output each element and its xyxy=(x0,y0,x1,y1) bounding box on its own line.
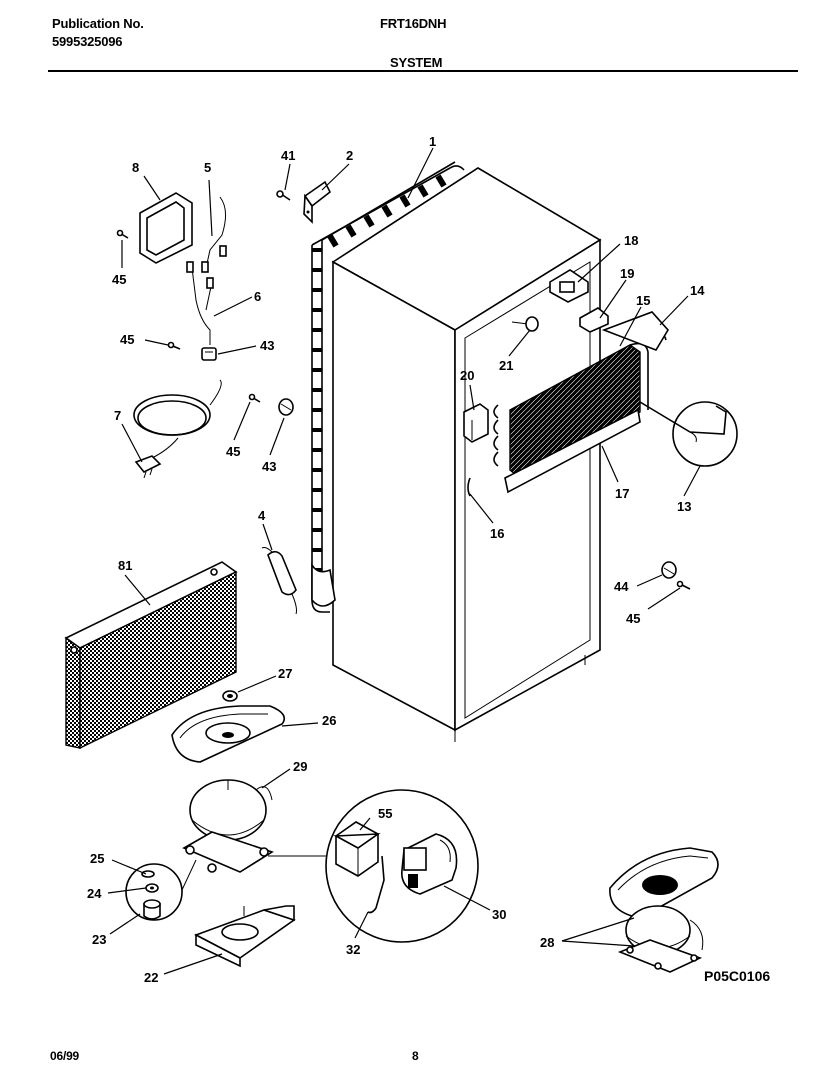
callout-55: 55 xyxy=(378,806,392,821)
screw-part-45-d xyxy=(676,580,691,590)
drain-pan-part-26 xyxy=(171,705,286,763)
callout-24: 24 xyxy=(87,886,102,901)
clip-part-25 xyxy=(141,870,155,878)
callout-41: 41 xyxy=(281,148,295,163)
callout-30: 30 xyxy=(492,907,506,922)
refrigerator-cabinet xyxy=(331,167,602,742)
callout-17: 17 xyxy=(615,486,629,501)
model-number: FRT16DNH xyxy=(380,16,447,31)
callout-23: 23 xyxy=(92,932,106,947)
callout-4: 4 xyxy=(258,508,266,523)
callout-19: 19 xyxy=(620,266,634,281)
screw-part-45-c xyxy=(248,393,261,403)
callout-6: 6 xyxy=(254,289,261,304)
callout-29: 29 xyxy=(293,759,307,774)
clip-part-32 xyxy=(367,855,385,914)
publication-number: 5995325096 xyxy=(52,34,123,49)
harness-part-5 xyxy=(201,196,227,273)
publication-label: Publication No. xyxy=(52,16,144,31)
switch-part-20 xyxy=(463,403,489,443)
callout-8: 8 xyxy=(132,160,139,175)
heater-part-16 xyxy=(467,477,471,497)
callout-28: 28 xyxy=(540,935,554,950)
callout-1: 1 xyxy=(429,134,436,149)
callout-44: 44 xyxy=(614,579,629,594)
callout-5: 5 xyxy=(204,160,211,175)
callout-25: 25 xyxy=(90,851,104,866)
condenser-coil-part-1 xyxy=(311,161,465,613)
drier-part-4 xyxy=(261,547,297,615)
callout-43-b: 43 xyxy=(262,459,276,474)
callout-45-c: 45 xyxy=(226,444,240,459)
bracket-part-19 xyxy=(579,307,609,333)
callout-13: 13 xyxy=(677,499,691,514)
harness-part-6 xyxy=(186,261,214,345)
clip-part-43-b xyxy=(278,398,294,416)
callout-81: 81 xyxy=(118,558,132,573)
callout-26: 26 xyxy=(322,713,336,728)
relay-cover-part-55 xyxy=(333,821,381,877)
page-number: 8 xyxy=(412,1049,419,1063)
condenser-panel-part-81 xyxy=(64,561,238,750)
callout-32: 32 xyxy=(346,942,360,957)
compressor-part-29 xyxy=(182,779,274,873)
callout-45-b: 45 xyxy=(120,332,134,347)
callout-45-d: 45 xyxy=(626,611,640,626)
evaporator-part-15 xyxy=(493,311,669,479)
relay-detail xyxy=(268,789,479,943)
screw-part-45-b xyxy=(167,341,181,350)
callout-20: 20 xyxy=(460,368,474,383)
drain-pan-part-17 xyxy=(504,408,641,494)
callout-43-a: 43 xyxy=(260,338,274,353)
callout-27: 27 xyxy=(278,666,292,681)
callout-21: 21 xyxy=(499,358,513,373)
mounting-detail xyxy=(125,859,197,921)
power-cord-part-7 xyxy=(133,379,222,479)
bracket-part-2 xyxy=(303,180,332,224)
grommet-part-27 xyxy=(222,690,238,702)
clip-part-44 xyxy=(661,561,677,579)
callout-18: 18 xyxy=(624,233,638,248)
thermostat-part-18 xyxy=(549,269,589,303)
screw-part-41 xyxy=(276,190,291,201)
cover-part-8 xyxy=(139,192,193,264)
clip-part-43-a xyxy=(201,347,217,361)
callout-labels: 1 2 41 8 5 45 6 45 43 7 45 43 4 81 18 19… xyxy=(87,134,705,985)
footer-date: 06/99 xyxy=(50,1049,80,1063)
callout-15: 15 xyxy=(636,293,650,308)
leader-lines xyxy=(107,147,701,975)
figure-code: P05C0106 xyxy=(704,968,770,984)
callout-14: 14 xyxy=(690,283,705,298)
header-rule xyxy=(48,70,798,72)
callout-45-a: 45 xyxy=(112,272,126,287)
screw-part-45-a xyxy=(116,229,129,239)
compressor-assembly-part-28 xyxy=(609,847,719,973)
callout-2: 2 xyxy=(346,148,353,163)
callout-16: 16 xyxy=(490,526,504,541)
relay-part-30 xyxy=(401,833,458,895)
tubing-detail-part-13 xyxy=(639,401,738,467)
section-title: SYSTEM xyxy=(390,55,443,70)
callout-7: 7 xyxy=(114,408,121,423)
clip-part-21 xyxy=(511,316,539,332)
bracket-part-22 xyxy=(194,905,296,968)
callout-22: 22 xyxy=(144,970,158,985)
